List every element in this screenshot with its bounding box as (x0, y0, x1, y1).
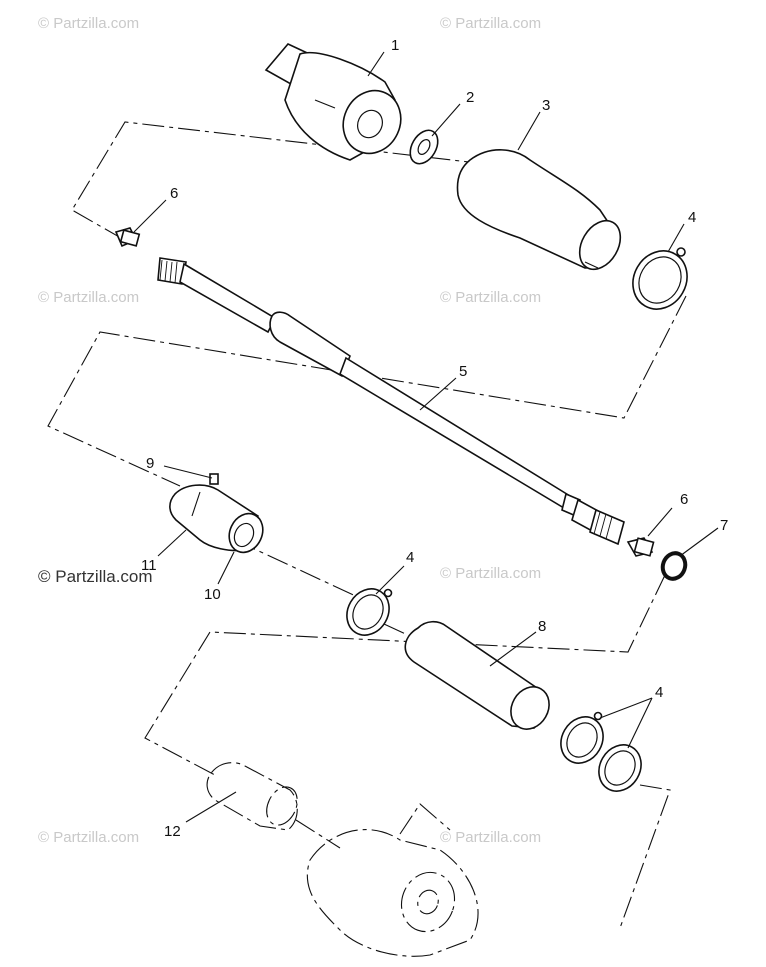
watermark-8: © Partzilla.com (38, 567, 153, 586)
part-4-clamp-lower-b (598, 744, 642, 792)
assembly-line-clamp (383, 623, 411, 637)
part-4-clamp-middle (346, 588, 393, 636)
callout-9: 9 (146, 455, 154, 472)
assembly-line-impeller (295, 819, 341, 849)
assembly-line-coupler (234, 539, 361, 599)
part-9-set-screw (209, 473, 219, 485)
callout-4-upper: 4 (688, 209, 696, 226)
callout-11: 11 (141, 557, 157, 574)
callout-1: 1 (391, 37, 399, 54)
callout-4-lower: 4 (655, 684, 663, 701)
watermark-3: © Partzilla.com (38, 289, 139, 306)
callout-7: 7 (720, 517, 728, 534)
watermark-2: © Partzilla.com (440, 15, 541, 32)
watermark-7: © Partzilla.com (440, 829, 541, 846)
leader-lines (133, 51, 719, 823)
assembly-line-upper (71, 121, 487, 243)
callout-5: 5 (459, 363, 467, 380)
assembly-line-middle (47, 295, 687, 487)
part-4-clamp-upper (632, 247, 688, 310)
callout-labels: 1 2 3 4 5 6 6 7 9 10 11 4 8 4 12 (141, 37, 728, 840)
impeller-phantom (306, 803, 479, 957)
part-7-o-ring (660, 551, 688, 581)
callout-10: 10 (204, 586, 221, 603)
part-6-bushing-lower (626, 537, 655, 557)
callout-3: 3 (542, 97, 550, 114)
watermark-4: © Partzilla.com (440, 289, 541, 306)
callout-2: 2 (466, 89, 474, 106)
part-8-tube (404, 620, 550, 730)
part-5-drive-shaft (157, 257, 625, 546)
callout-6-lower: 6 (680, 491, 688, 508)
part-1-coupler (264, 43, 402, 161)
callout-8: 8 (538, 618, 546, 635)
part-2-washer (409, 129, 439, 165)
watermark-1: © Partzilla.com (38, 15, 139, 32)
assembly-line-bottom (619, 784, 671, 929)
assembly-line-lower (144, 574, 666, 776)
part-4-clamp-lower-a (560, 711, 604, 764)
part-6-bushing-upper (114, 227, 141, 248)
part-12-sleeve (206, 762, 298, 831)
callout-12: 12 (164, 823, 181, 840)
watermarks: © Partzilla.com © Partzilla.com © Partzi… (38, 15, 541, 846)
part-11-coupler-housing (169, 484, 264, 554)
watermark-5: © Partzilla.com (440, 565, 541, 582)
watermark-6: © Partzilla.com (38, 829, 139, 846)
part-3-boot (456, 149, 622, 271)
assembly-lines (47, 121, 687, 929)
callout-4-middle: 4 (406, 549, 414, 566)
callout-6-upper: 6 (170, 185, 178, 202)
